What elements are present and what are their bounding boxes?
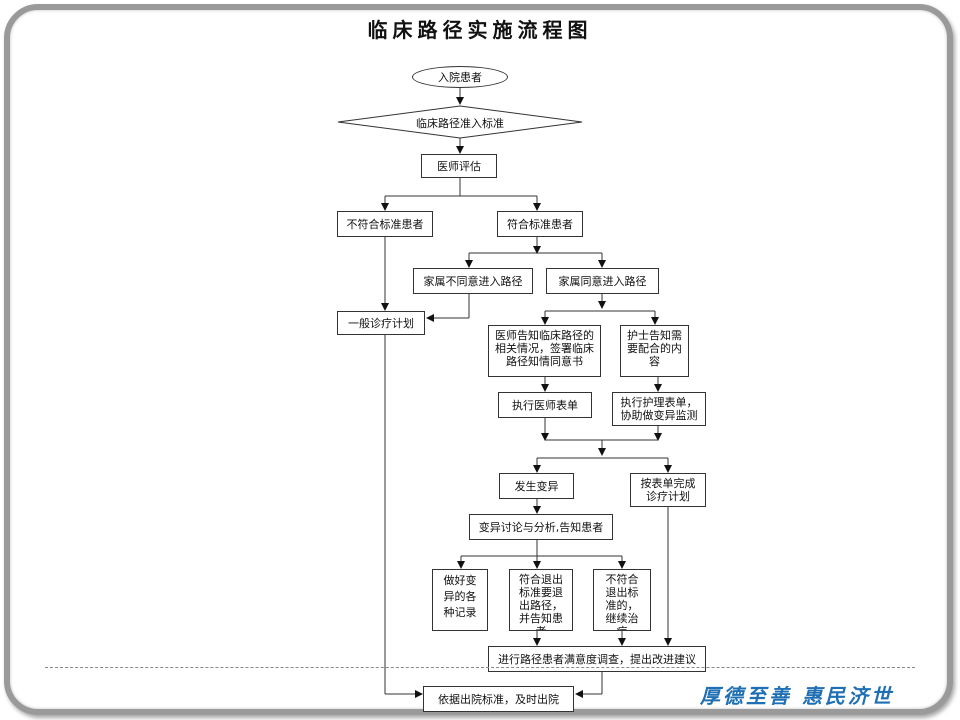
node-exit-path: 符合退出标准要退出路径，并告知患者 [509, 569, 573, 631]
node-doctor-inform: 医师告知临床路径的相关情况，签署临床路径知情同意书 [488, 325, 601, 377]
node-doctor-eval: 医师评估 [421, 154, 497, 178]
node-variation-discuss: 变异讨论与分析,告知患者 [469, 514, 613, 540]
criteria-diamond [337, 105, 583, 139]
node-discharge: 依据出院标准，及时出院 [423, 686, 574, 712]
node-variation: 发生变异 [499, 473, 574, 499]
node-record-variation: 做好变异的各种记录 [432, 569, 488, 631]
node-exec-doctor-form: 执行医师表单 [498, 392, 592, 418]
node-family-agree: 家属同意进入路径 [546, 268, 659, 294]
node-family-disagree: 家属不同意进入路径 [413, 268, 533, 294]
node-eligible: 符合标准患者 [497, 211, 583, 237]
node-complete-plan: 按表单完成诊疗计划 [630, 473, 706, 507]
footer-motto: 厚德至善 惠民济世 [700, 684, 894, 708]
node-criteria: 临床路径准入标准 [416, 117, 504, 130]
footer-divider [45, 667, 915, 668]
page-title: 临床路径实施流程图 [367, 18, 593, 42]
node-nurse-inform: 护士告知需要配合的内容 [620, 325, 689, 377]
node-survey: 进行路径患者满意度调查，提出改进建议 [488, 646, 706, 672]
node-exec-nurse-form: 执行护理表单，协助做变异监测 [612, 392, 706, 426]
node-admission: 入院患者 [412, 66, 508, 88]
node-general-plan: 一般诊疗计划 [337, 311, 425, 335]
node-continue-treat: 不符合退出标准的，继续治疗 [593, 569, 651, 631]
node-not-eligible: 不符合标准患者 [337, 211, 433, 237]
